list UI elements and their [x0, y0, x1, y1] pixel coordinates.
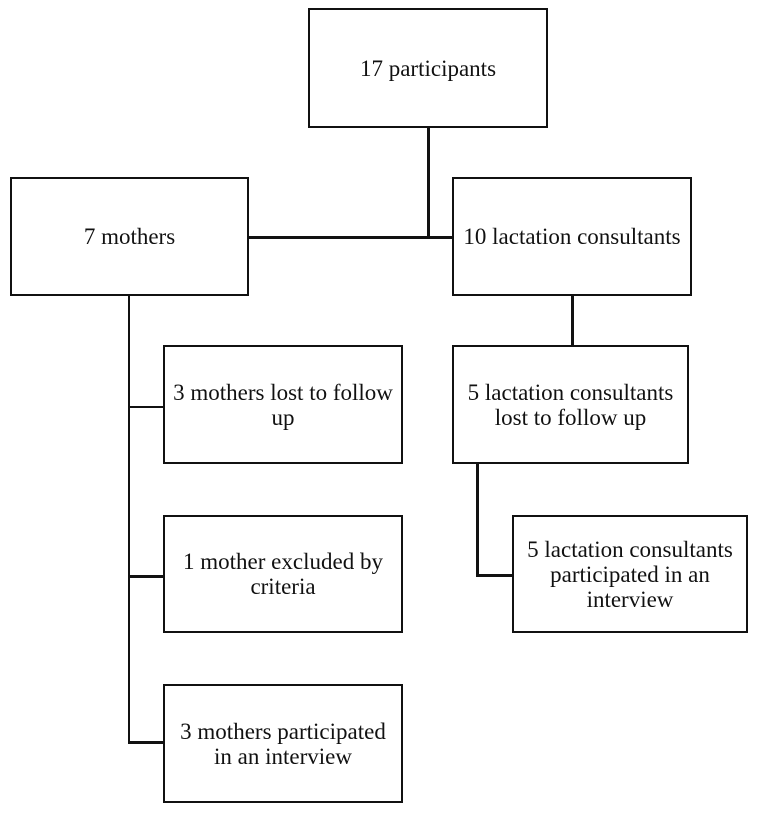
node-mothers: 7 mothers: [10, 177, 249, 296]
connector-lactation-down: [571, 296, 574, 345]
node-lactation-consultants-label: 10 lactation consultants: [463, 224, 681, 249]
node-participants: 17 participants: [308, 8, 548, 128]
node-mothers-participated-interview: 3 mothers participated in an interview: [163, 684, 403, 803]
connector-mothers-down: [127, 296, 130, 744]
connector-elbow-mothers-interview: [127, 741, 164, 744]
connector-mothers-lactation: [249, 236, 452, 239]
node-mothers-interview-line-1: 3 mothers participated: [180, 718, 386, 744]
node-lc-interview-line-2: participated in an: [550, 561, 710, 587]
connector-participants-down: [427, 128, 430, 239]
node-lc-lost-to-follow-up: 5 lactation consultants lost to follow u…: [452, 345, 689, 464]
node-mothers-label: 7 mothers: [83, 224, 176, 249]
node-lc-participated-interview: 5 lactation consultants participated in …: [512, 515, 748, 633]
connector-elbow-lc-interview: [476, 574, 512, 577]
connector-elbow-mother-excluded: [127, 575, 164, 578]
node-mother-excluded-line-1: 1 mother excluded by: [183, 549, 383, 574]
node-mother-excluded-by-criteria: 1 mother excluded by criteria: [163, 515, 403, 633]
node-lactation-consultants: 10 lactation consultants: [452, 177, 692, 296]
node-lc-interview-line-1: 5 lactation consultants: [527, 536, 733, 562]
connector-elbow-mothers-lost: [127, 405, 164, 408]
node-mothers-lost-line-2: up: [271, 404, 295, 430]
node-lc-interview-line-3: interview: [586, 586, 674, 612]
node-mothers-interview-line-2: in an interview: [214, 743, 352, 769]
node-lc-lost-line-1: 5 lactation consultants: [467, 379, 674, 405]
node-participants-label: 17 participants: [359, 55, 497, 81]
node-mothers-lost-to-follow-up: 3 mothers lost to follow up: [163, 345, 403, 464]
node-mother-excluded-line-2: criteria: [250, 574, 316, 599]
node-lc-lost-line-2: lost to follow up: [494, 404, 647, 430]
node-mothers-lost-line-1: 3 mothers lost to follow: [173, 379, 393, 405]
connector-lc-lost-down: [476, 464, 479, 577]
